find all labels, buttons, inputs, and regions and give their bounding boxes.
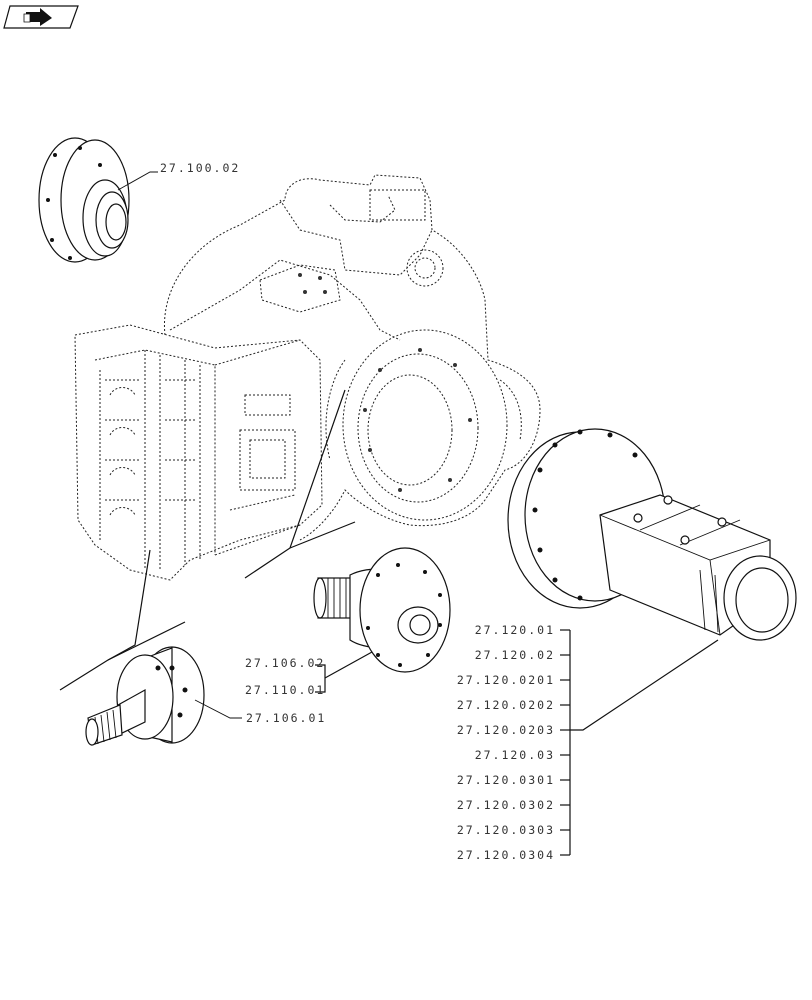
pinion-assembly-drawing	[85, 646, 205, 746]
label-27-120-0202[interactable]: 27.120.0202	[457, 698, 555, 712]
leader-line-branch	[107, 621, 186, 661]
label-27-120-0203[interactable]: 27.120.0203	[457, 723, 555, 737]
label-27-106-02[interactable]: 27.106.02	[245, 656, 325, 670]
differential-housing-drawing	[313, 547, 451, 673]
label-27-120-01[interactable]: 27.120.01	[475, 623, 555, 637]
label-27-100-02[interactable]: 27.100.02	[160, 161, 240, 175]
leader-line	[59, 549, 151, 691]
differential-cover-flange-drawing	[38, 137, 158, 263]
label-27-120-0301[interactable]: 27.120.0301	[457, 773, 555, 787]
final-drive-housing-drawing	[507, 428, 797, 641]
label-27-120-0304[interactable]: 27.120.0304	[457, 848, 555, 862]
label-27-120-0201[interactable]: 27.120.0201	[457, 673, 555, 687]
label-27-120-02[interactable]: 27.120.02	[475, 648, 555, 662]
label-27-120-03[interactable]: 27.120.03	[475, 748, 555, 762]
next-page-arrow-icon[interactable]	[3, 5, 79, 29]
transmission-housing-drawing	[74, 174, 541, 581]
leader-line-branch	[289, 521, 356, 549]
leader-line	[324, 651, 373, 679]
label-27-110-01[interactable]: 27.110.01	[245, 683, 325, 697]
label-27-106-01[interactable]: 27.106.01	[246, 711, 326, 725]
bracket-line	[315, 664, 326, 693]
label-27-120-0303[interactable]: 27.120.0303	[457, 823, 555, 837]
leader-line	[194, 699, 242, 719]
final-drive-callout-list	[560, 629, 719, 856]
label-27-120-0302[interactable]: 27.120.0302	[457, 798, 555, 812]
